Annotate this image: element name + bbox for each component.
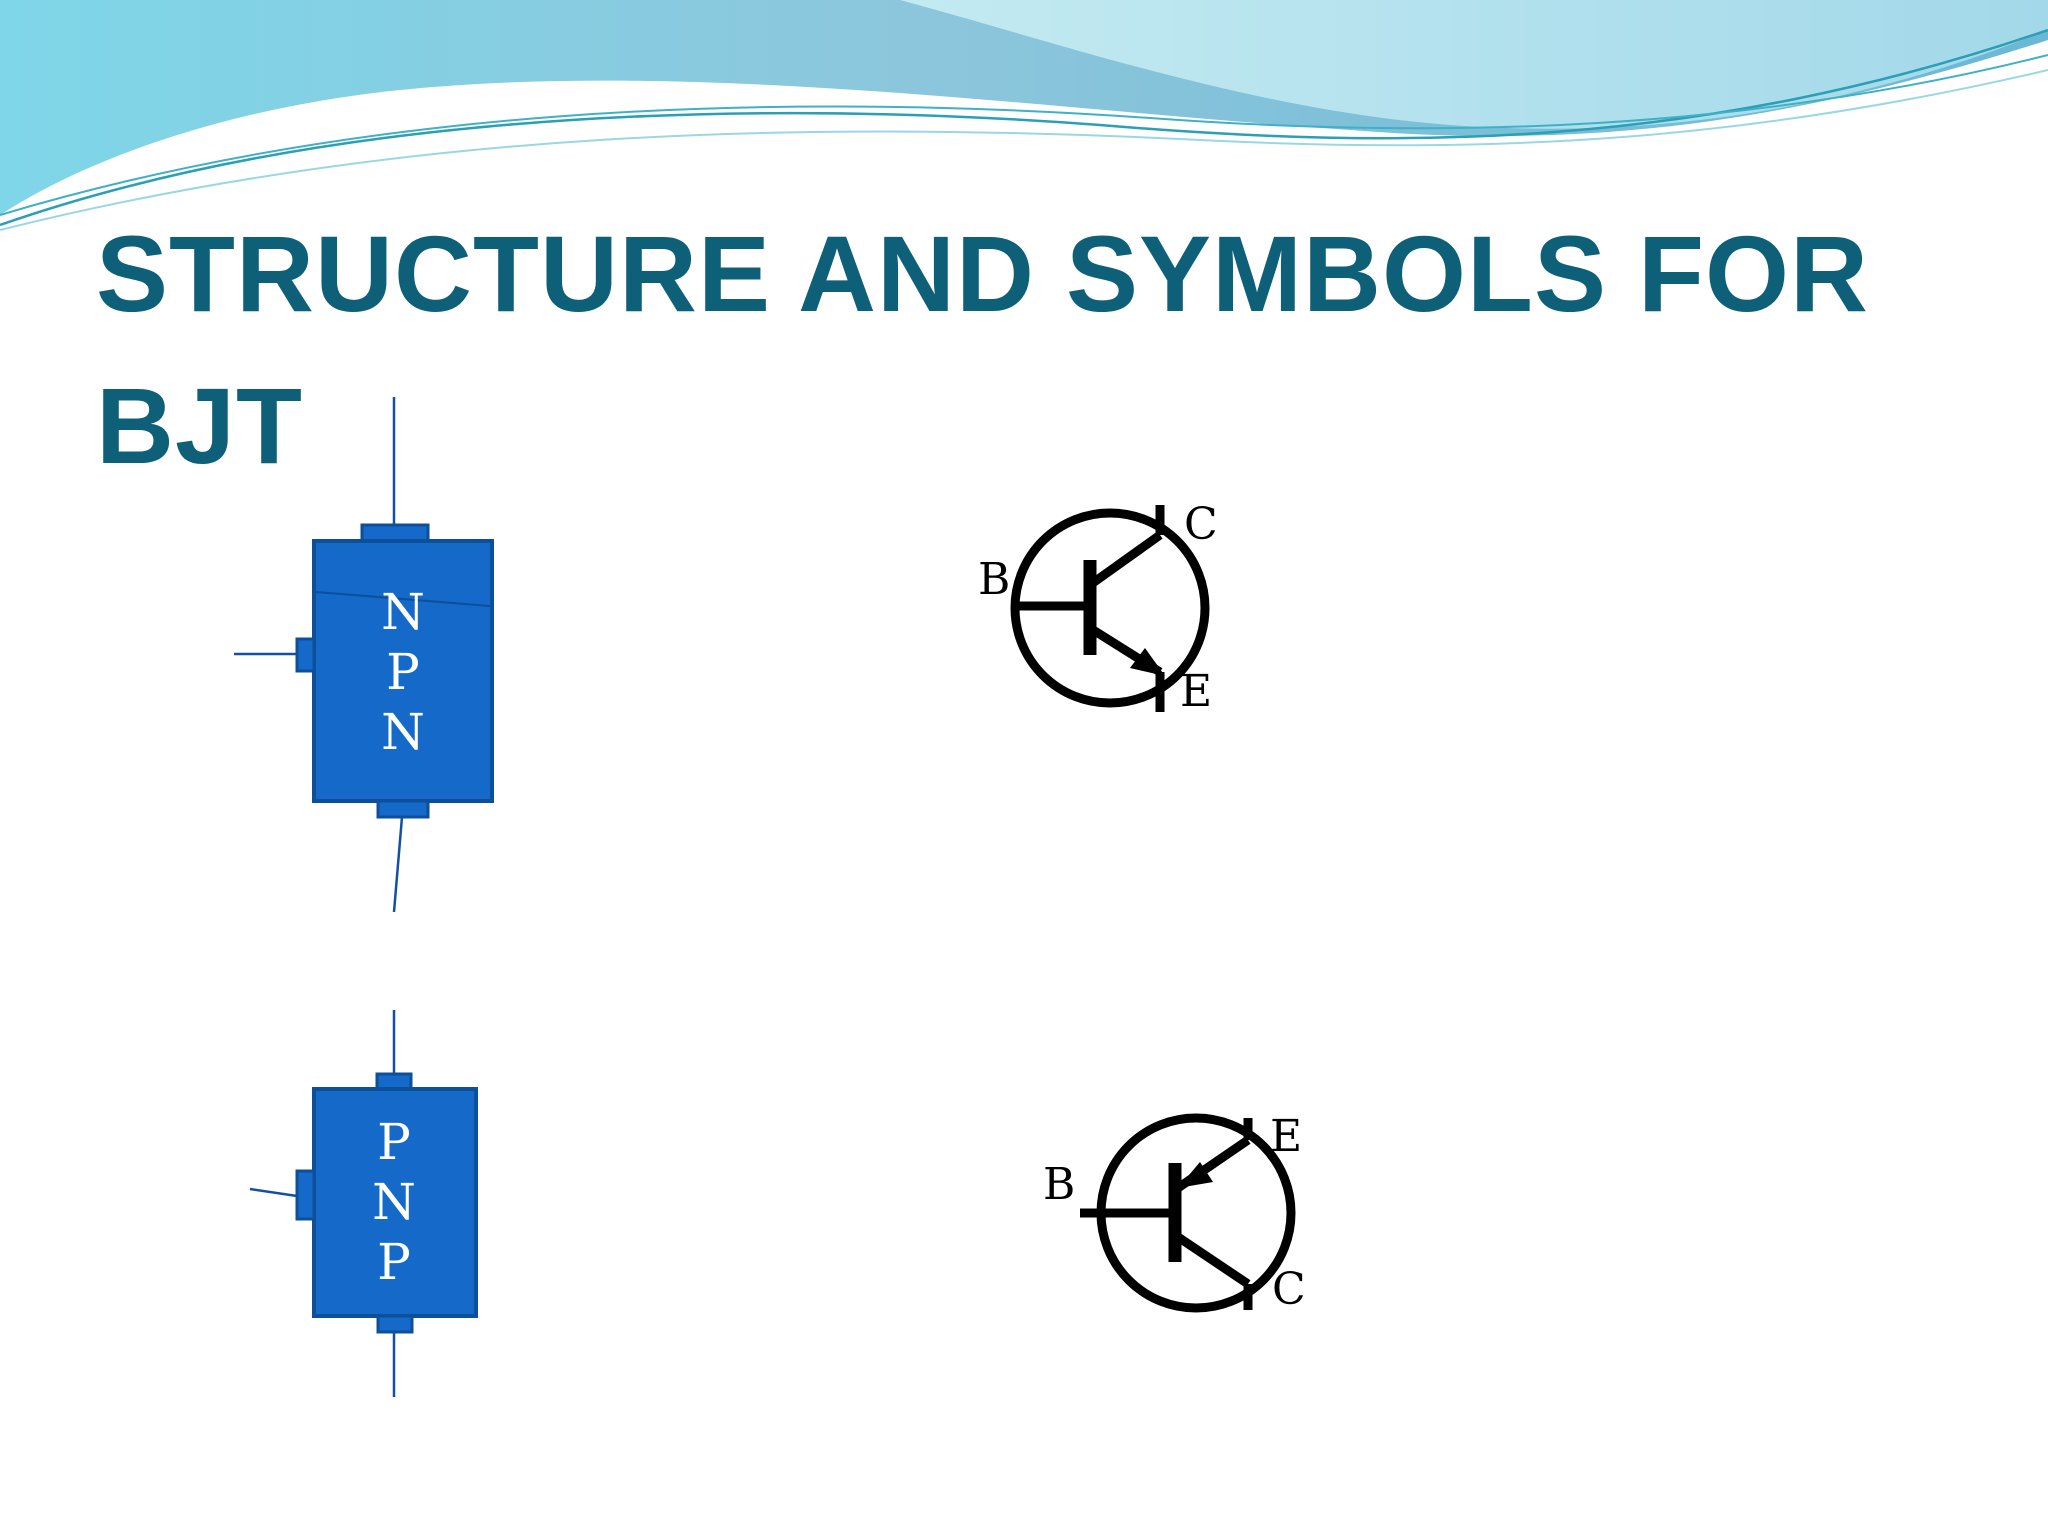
npn-layer-2: P (386, 643, 420, 701)
npn-symbol (1010, 505, 1210, 712)
pnp-layer-3: P (377, 1233, 411, 1291)
pnp-structure (249, 1010, 478, 1397)
pnp-emitter-label: E (1270, 1111, 1303, 1162)
slide-title: STRUCTURE AND SYMBOLS FOR BJT (96, 213, 1869, 486)
npn-collector-label: C (1184, 499, 1218, 550)
npn-layer-1: N (381, 583, 425, 641)
pnp-base-label: B (1043, 1159, 1076, 1210)
npn-structure (234, 397, 494, 913)
header-wave (0, 0, 2048, 231)
pnp-layer-2: N (372, 1173, 416, 1231)
npn-base-label: B (978, 554, 1011, 605)
pnp-collector-label: C (1272, 1264, 1306, 1315)
pnp-layer-1: P (377, 1113, 411, 1171)
npn-emitter-label: E (1180, 666, 1213, 717)
pnp-symbol (1080, 1113, 1296, 1313)
npn-layer-3: N (381, 703, 425, 761)
